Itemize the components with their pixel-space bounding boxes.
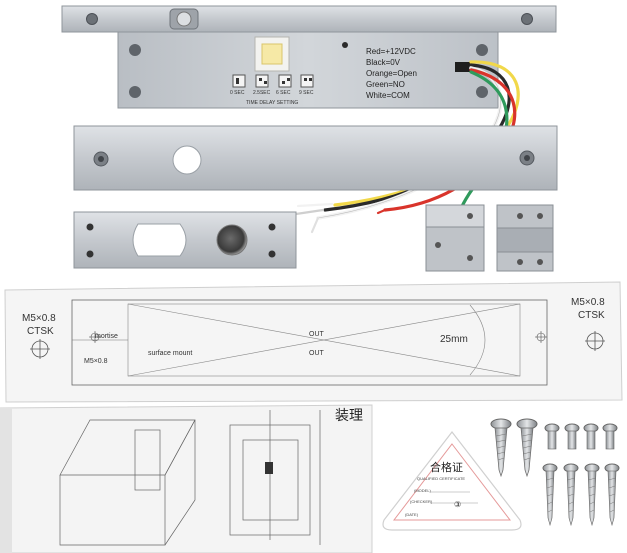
instruction-sheet: 装理	[0, 404, 373, 553]
housing-screw-tl	[129, 44, 141, 56]
screw-short-1	[544, 423, 560, 450]
instruction-drawing-chip	[265, 462, 273, 474]
screw-large-2	[516, 418, 538, 478]
certificate-triangle	[382, 431, 522, 531]
plate-bolt-hole	[172, 145, 202, 175]
template-out-bottom: OUT	[309, 350, 325, 357]
status-led	[342, 42, 348, 48]
template-outline	[71, 299, 548, 386]
screw-long-4	[604, 463, 620, 527]
dip-switch-group: 0 SEC 2.5SEC 6 SEC 9 SEC TIME DELAY SETT…	[230, 74, 314, 106]
certificate-mark: ③	[454, 500, 461, 509]
template-crosshair-right	[585, 331, 605, 351]
template-right-type: CTSK	[578, 310, 605, 321]
screw-short-3	[583, 423, 599, 450]
strike-hole-bl	[86, 250, 94, 258]
qualified-certificate: 合格证 QUALIFIED CERTIFICATE (MODEL) (CHECK…	[382, 431, 522, 531]
wire-grommet	[455, 62, 471, 72]
instruction-sheet-body	[0, 404, 373, 553]
wire-tip-2	[294, 208, 325, 216]
mounting-plate	[73, 125, 558, 191]
dip-label-1: 2.5SEC	[253, 90, 271, 96]
template-right-spec: M5×0.8	[571, 297, 605, 308]
lock-body: 0 SEC 2.5SEC 6 SEC 9 SEC TIME DELAY SETT…	[61, 5, 557, 109]
strike-hole-tl	[86, 223, 94, 231]
strike-opening	[132, 223, 187, 257]
template-mortise-label: mortise	[95, 333, 118, 340]
bolt-head	[176, 11, 192, 27]
wire-legend-green: Green=NO	[366, 80, 405, 89]
screw-set	[490, 418, 620, 527]
template-arc	[469, 304, 486, 376]
certificate-inner-border	[392, 443, 512, 521]
screw-long-1	[542, 463, 558, 527]
dip-label-2: 6 SEC	[276, 90, 291, 96]
certificate-line-2: (CHECKER)	[410, 499, 433, 504]
wire-legend-white: White=COM	[366, 91, 410, 100]
screw-large-1	[490, 418, 512, 478]
strike-magnet	[216, 224, 248, 256]
wire-legend-red: Red=+12VDC	[366, 47, 416, 56]
dip-label-0: 0 SEC	[230, 90, 245, 96]
template-surface-label: surface mount	[148, 350, 192, 357]
template-dimension: 25mm	[440, 334, 468, 345]
dip-label-3: 9 SEC	[299, 90, 314, 96]
template-diagonal-2	[127, 303, 521, 377]
certificate-subtitle: QUALIFIED CERTIFICATE	[417, 476, 465, 481]
template-crosshair-left	[30, 339, 50, 359]
lock-housing	[117, 31, 499, 109]
lock-flange	[61, 5, 557, 33]
housing-screw-tr	[476, 44, 488, 56]
flange-screw-hole-right	[521, 13, 533, 25]
time-delay-label: TIME DELAY SETTING	[246, 100, 298, 106]
housing-screw-br	[476, 86, 488, 98]
screw-short-4	[602, 423, 618, 450]
flange-screw-hole-left	[86, 13, 98, 25]
wire-legend-black: Black=0V	[366, 58, 401, 67]
plate-body	[73, 125, 558, 191]
wire-tip-1	[296, 202, 334, 208]
instruction-heading: 装理	[335, 407, 363, 423]
wire-tip-4	[376, 208, 387, 215]
bracket-left	[425, 204, 485, 272]
strike-hole-tr	[268, 223, 276, 231]
mounting-template: M5×0.8 CTSK M5×0.8 CTSK mortise M5×0.8 s…	[4, 281, 623, 403]
wire-tip-3	[310, 216, 320, 234]
template-out-top: OUT	[309, 331, 325, 338]
template-left-type: CTSK	[27, 326, 54, 337]
wire-legend: Red=+12VDC Black=0V Orange=Open Green=NO…	[366, 47, 417, 100]
template-left-spec: M5×0.8	[22, 313, 56, 324]
screw-long-3	[584, 463, 600, 527]
template-crosshair-inner-left	[89, 331, 101, 343]
template-small-spec: M5×0.8	[84, 358, 108, 365]
bracket-right	[496, 204, 554, 272]
wire-legend-orange: Orange=Open	[366, 69, 417, 78]
certificate-line-1: (MODEL)	[414, 488, 432, 493]
screw-short-2	[564, 423, 580, 450]
sensor-element	[261, 43, 283, 65]
certificate-line-3: (DATE)	[405, 512, 419, 517]
housing-screw-bl	[129, 86, 141, 98]
strike-hole-br	[268, 250, 276, 258]
certificate-title: 合格证	[430, 460, 463, 474]
strike-plate	[73, 211, 297, 269]
screw-long-2	[563, 463, 579, 527]
instruction-drawing	[59, 410, 321, 546]
template-crosshair-inner-right	[535, 331, 547, 343]
